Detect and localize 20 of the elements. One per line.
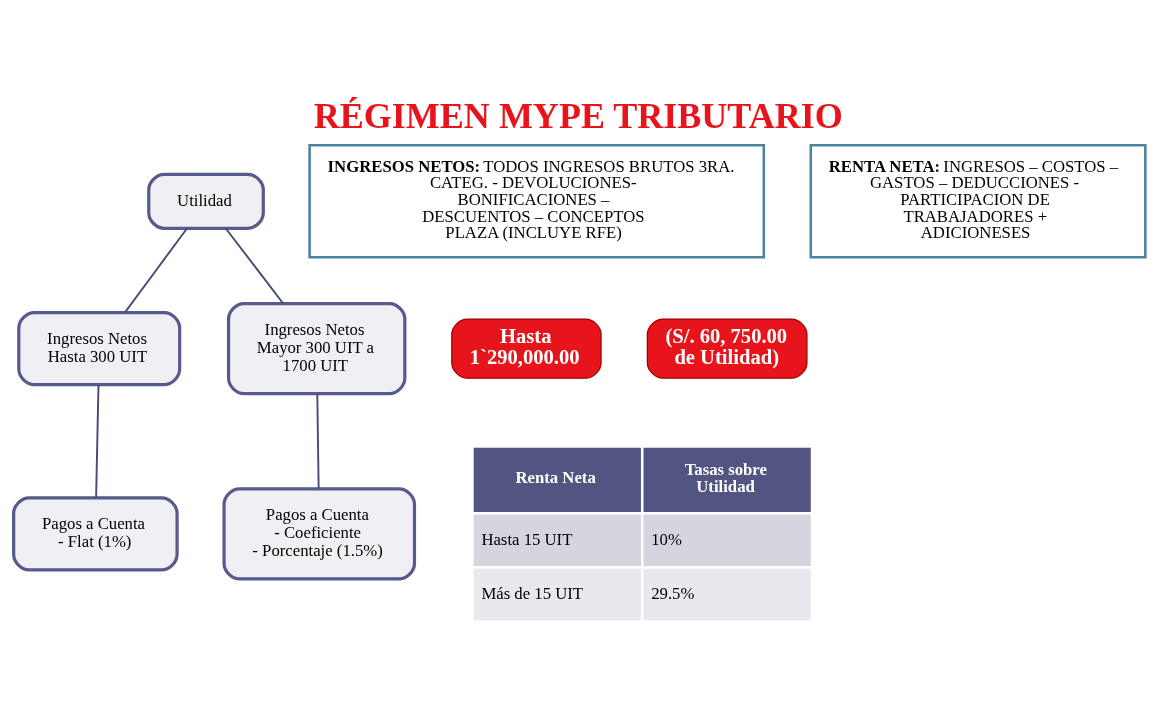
label: Tasas sobre Utilidad [684,460,767,496]
connector [95,383,100,499]
node-box: INGRESOS NETOS: TODOS INGRESOS BRUTOS 3RA. CATEG. - DEVOLUCIONES- BONIFICACIONES – DESCUENTOS – CONCEPTOS PLAZA (INCLUYE RFE) [308,144,766,259]
connector [124,227,188,314]
node-box: Utilidad [147,172,265,230]
label: Más de 15 UIT [481,583,584,603]
node-box: Ingresos Netos Mayor 300 UIT a 1700 UIT [226,302,407,396]
node-box: Hasta 1`290,000.00 [451,318,602,379]
connector [224,227,285,305]
label: Hasta 15 UIT [481,529,573,549]
node-box: RENTA NETA: INGRESOS – COSTOS – GASTOS – DEDUCCIONES - PARTICIPACION DE TRABAJADORES + ADICIONESES [809,144,1147,259]
diagram-title: RÉGIMEN MYPE TRIBUTARIO [313,95,843,136]
label: 29.5% [651,583,695,603]
connector [316,392,320,490]
node-box: Ingresos Netos Hasta 300 UIT [17,311,182,387]
label: Renta Neta [515,467,596,487]
node-box: (S/. 60, 750.00 de Utilidad) [646,318,808,379]
node-box: Pagos a Cuenta - Coeficiente - Porcentaje (1.5%) [222,487,417,581]
node-box: Pagos a Cuenta - Flat (1%) [12,496,179,572]
label: 10% [651,529,682,549]
